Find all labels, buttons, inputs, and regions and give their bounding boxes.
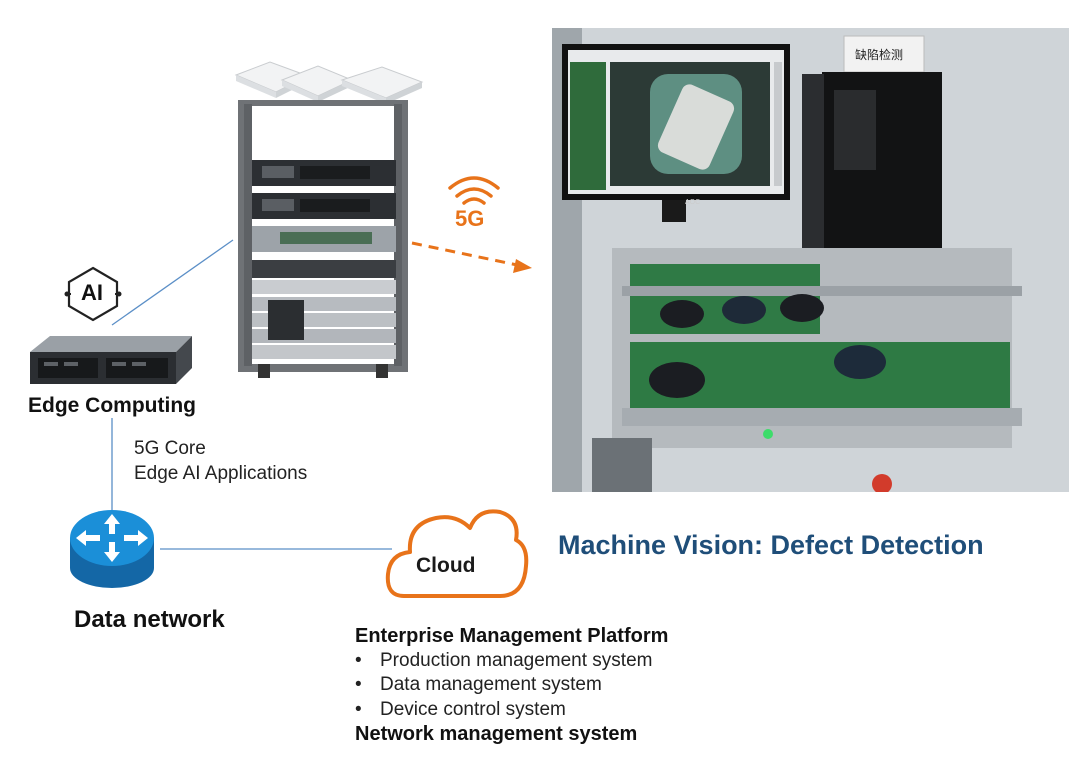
5g-arrow-head [513,259,532,273]
core-line-edge-ai: Edge AI Applications [134,463,308,484]
platform-item: Device control system [355,698,668,723]
data-network-label: Data network [74,606,225,633]
core-line-5g-core: 5G Core [134,438,206,459]
network-management-label: Network management system [355,723,638,745]
edge-computing-label: Edge Computing [28,394,196,417]
enterprise-platform-block: Enterprise Management Platform Productio… [355,624,668,747]
defect-detection-photo: AOC 缺陷检测 [552,28,1069,492]
ai-chip-icon: AI [63,266,123,322]
photo-sign: 缺陷检测 [855,47,903,62]
platform-list: Production management system Data manage… [355,649,668,723]
5g-arrow-line [411,241,523,268]
platform-item: Data management system [355,673,668,698]
platform-header: Enterprise Management Platform [355,625,669,647]
monitor-brand: AOC [685,199,700,206]
5g-label: 5G [455,206,485,231]
ai-badge-label: AI [81,280,103,305]
rack-to-edge-line [111,239,234,326]
platform-item: Production management system [355,649,668,674]
photo-title: Machine Vision: Defect Detection [558,530,984,560]
core-services-text: 5G Core Edge AI Applications [134,436,307,486]
cloud-label: Cloud [416,554,476,577]
